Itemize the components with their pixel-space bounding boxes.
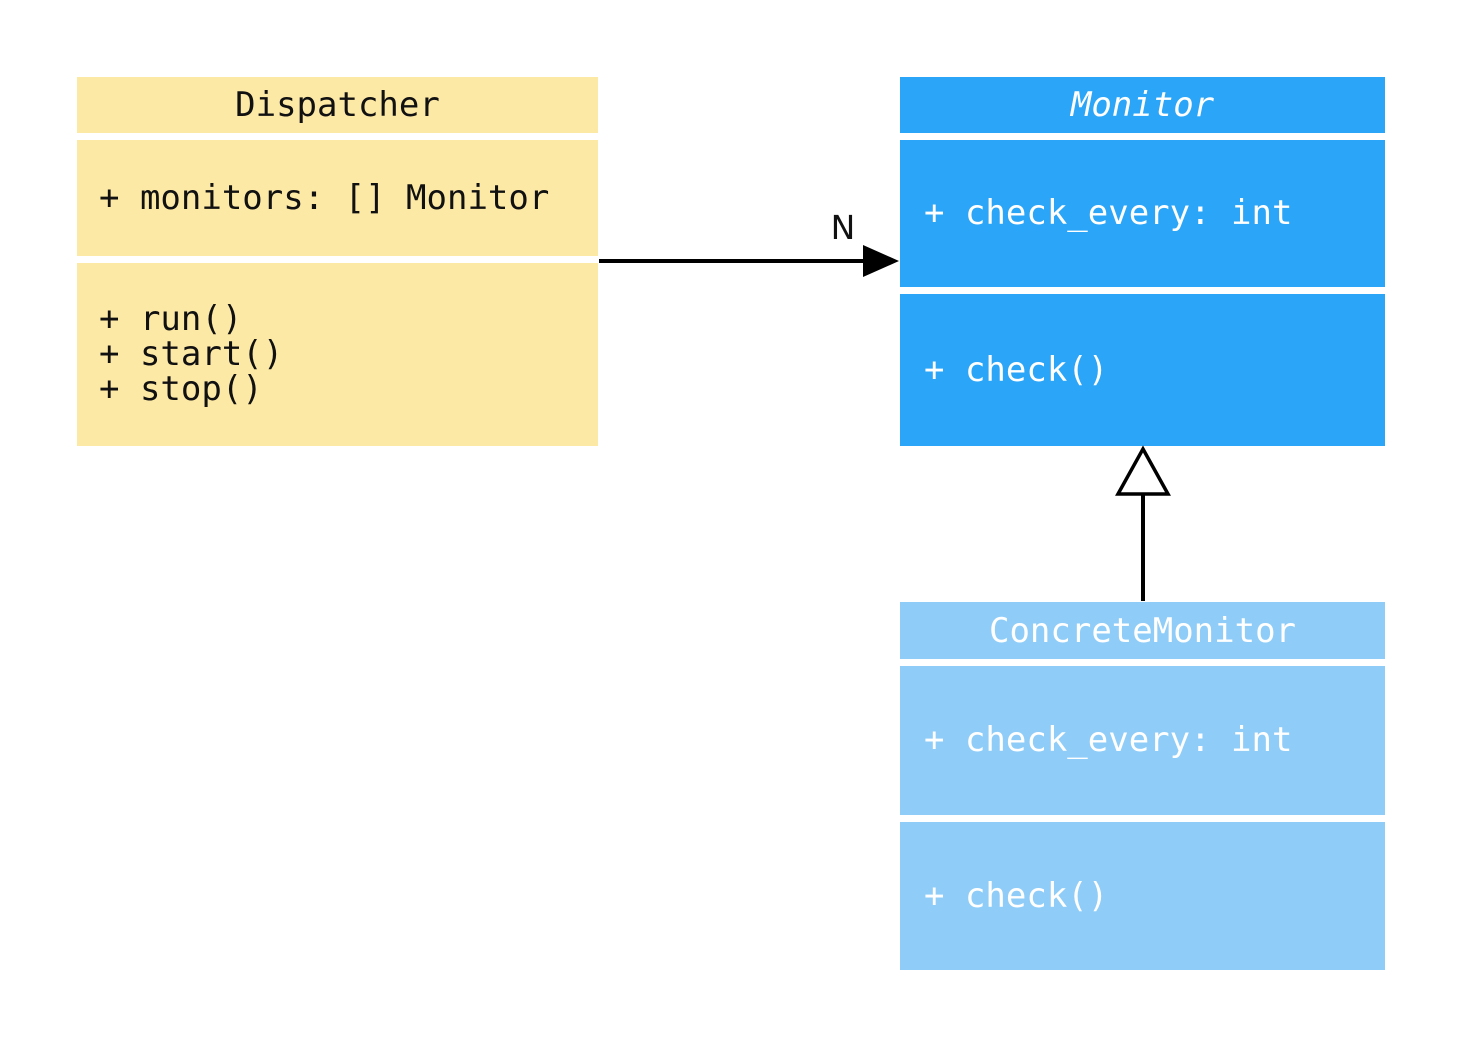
class-box-monitor: Monitor + check_every: int + check() [900,77,1385,446]
class-title-monitor: Monitor [900,77,1385,133]
attributes-section-concrete-monitor: + check_every: int [900,666,1385,815]
methods-section-dispatcher: + run() + start() + stop() [77,263,598,446]
hollow-triangle-arrowhead-icon [1115,445,1171,496]
attribute-check-every: + check_every: int [924,193,1293,233]
method-stop: + stop() [99,369,263,409]
attributes-section-dispatcher: + monitors: [] Monitor [77,140,598,256]
class-title-concrete-monitor: ConcreteMonitor [900,602,1385,659]
class-box-dispatcher: Dispatcher + monitors: [] Monitor + run(… [77,77,598,446]
attribute-check-every: + check_every: int [924,720,1293,760]
attributes-section-monitor: + check_every: int [900,140,1385,287]
method-check: + check() [924,349,1109,390]
method-start: + start() [99,334,284,374]
class-title-dispatcher: Dispatcher [77,77,598,133]
generalization-arrow-concretemonitor-to-monitor [1115,445,1171,601]
attribute-monitors: + monitors: [] Monitor [99,177,550,218]
methods-section-concrete-monitor: + check() [900,822,1385,970]
method-check: + check() [924,875,1109,916]
method-run: + run() [99,299,243,339]
association-arrow-dispatcher-to-monitor [599,245,899,277]
methods-section-monitor: + check() [900,294,1385,446]
class-box-concrete-monitor: ConcreteMonitor + check_every: int + che… [900,602,1385,970]
association-multiplicity-label: N [830,208,856,247]
filled-arrowhead-icon [863,245,899,277]
